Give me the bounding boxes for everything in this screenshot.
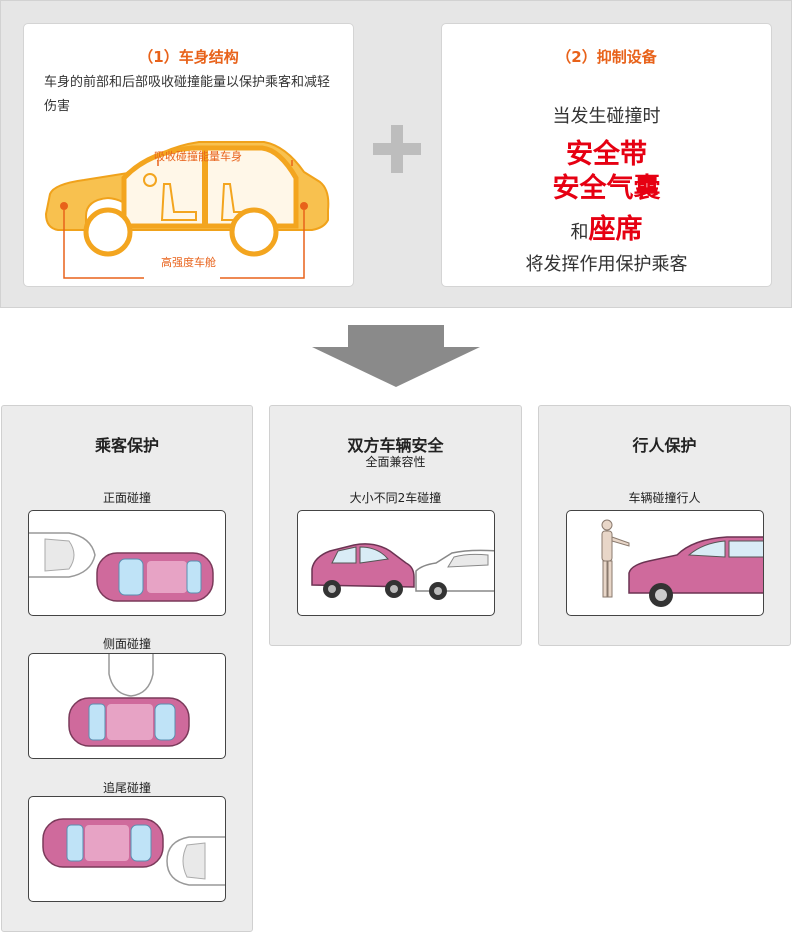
- white-car-side: [108, 654, 154, 697]
- plus-icon: [373, 125, 421, 173]
- front-absorb-marker: [60, 202, 68, 210]
- pedestrian-case-label: 车辆碰撞行人: [628, 491, 701, 505]
- airbag-text: 安全气囊: [552, 173, 661, 204]
- car-body-diagram: [44, 141, 330, 279]
- front-seat-icon: [160, 183, 197, 221]
- car-cabin: [121, 145, 299, 229]
- compat-title: 双方车辆安全: [347, 436, 444, 455]
- steering-wheel-icon: [143, 173, 157, 187]
- restraint-intro: 当发生碰撞时: [552, 106, 661, 127]
- rear-collision-label: 追尾碰撞: [102, 781, 151, 795]
- frontal-collision-label: 正面碰撞: [102, 491, 151, 505]
- restraint-card: （2）抑制设备 当发生碰撞时 安全带 安全气囊 和座席 将发挥作用保护乘客: [441, 23, 772, 287]
- absorb-bracket: [157, 160, 293, 166]
- top-panel: （1）车身结构 车身的前部和后部吸收碰撞能量以保护乘客和减轻伤害 吸收碰撞能量车…: [0, 0, 792, 308]
- pedestrian-panel: 行人保护 车辆碰撞行人: [538, 405, 791, 646]
- restraint-outro: 将发挥作用保护乘客: [525, 254, 688, 275]
- restraint-title: （2）抑制设备: [556, 48, 657, 66]
- occupant-title: 乘客保护: [94, 436, 159, 455]
- body-structure-title: （1）车身结构: [138, 48, 239, 66]
- body-structure-card: （1）车身结构 车身的前部和后部吸收碰撞能量以保护乘客和减轻伤害 吸收碰撞能量车…: [23, 23, 354, 287]
- pedestrian-collision-image: [566, 510, 764, 616]
- side-collision-label: 侧面碰撞: [102, 637, 151, 651]
- and-text: 和: [570, 222, 589, 243]
- body-structure-description: 车身的前部和后部吸收碰撞能量以保护乘客和减轻伤害: [44, 75, 331, 114]
- cabin-bracket: [63, 210, 305, 279]
- pedestrian-title: 行人保护: [632, 436, 697, 455]
- rear-collision-image: [28, 796, 226, 902]
- cabin-label: 高强度车舱: [161, 256, 216, 269]
- down-arrow-icon: [312, 325, 480, 387]
- frontal-collision-image: [28, 510, 226, 616]
- front-wheel: [83, 207, 133, 257]
- compat-case-label: 大小不同2车碰撞: [349, 491, 442, 505]
- seatbelt-text: 安全带: [566, 139, 647, 170]
- rear-wheel: [229, 207, 279, 257]
- rear-absorb-marker: [300, 202, 308, 210]
- compatibility-panel: 双方车辆安全 全面兼容性 大小不同2车碰撞: [269, 405, 522, 646]
- compat-subtitle: 全面兼容性: [365, 455, 426, 469]
- compat-collision-image: [297, 510, 495, 616]
- b-pillar: [202, 150, 208, 226]
- pedestrian-figure: [601, 519, 630, 598]
- absorb-label: 吸收碰撞能量车身: [154, 150, 242, 163]
- and-seat-line: 和座席: [442, 207, 771, 246]
- occupant-protection-panel: 乘客保护 正面碰撞 侧面碰撞 追尾碰撞: [1, 405, 253, 932]
- seat-text: 座席: [588, 214, 643, 245]
- side-collision-image: [28, 653, 226, 759]
